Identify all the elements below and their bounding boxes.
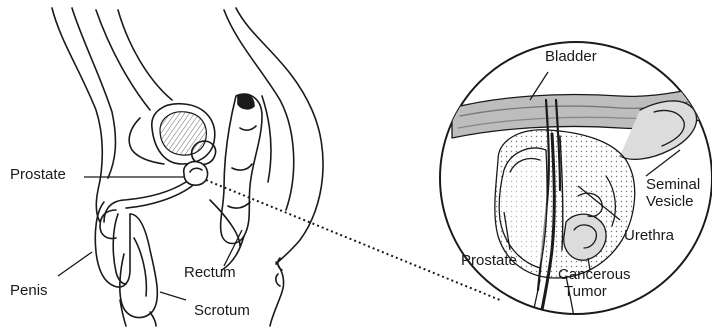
label-rectum: Rectum [184, 264, 236, 281]
label-urethra: Urethra [624, 227, 674, 244]
scrotum-inner [134, 238, 146, 296]
label-seminal-vesicle-line1: Seminal [646, 176, 700, 193]
penis-shaft [113, 214, 126, 284]
label-cancerous-tumor: Cancerous Tumor [558, 266, 631, 300]
prostate-organ [184, 162, 208, 186]
bladder-contents [160, 112, 206, 155]
abdomen-outline [52, 8, 102, 222]
lower-line [150, 312, 156, 326]
label-prostate-left: Prostate [10, 166, 66, 183]
rectum-organ [221, 94, 262, 243]
thigh-line [120, 300, 126, 326]
urethra-left [104, 182, 186, 222]
label-cancerous-tumor-line1: Cancerous [558, 266, 631, 283]
leader-scrotum [160, 292, 186, 300]
pubic-line [118, 10, 172, 100]
sacrum-line [262, 96, 271, 182]
label-bladder: Bladder [545, 48, 597, 65]
urethra-left-2 [126, 186, 192, 208]
label-seminal-vesicle-line2: Vesicle [646, 193, 700, 210]
scrotum-outline [120, 214, 158, 318]
abdomen-inner-outline [72, 8, 115, 178]
label-cancerous-tumor-line2: Tumor [558, 283, 631, 300]
label-prostate-right: Prostate [461, 252, 517, 269]
label-seminal-vesicle: Seminal Vesicle [646, 176, 700, 210]
leader-penis [58, 252, 92, 276]
label-scrotum: Scrotum [194, 302, 250, 319]
label-penis: Penis [10, 282, 48, 299]
buttock-curve [270, 262, 284, 326]
